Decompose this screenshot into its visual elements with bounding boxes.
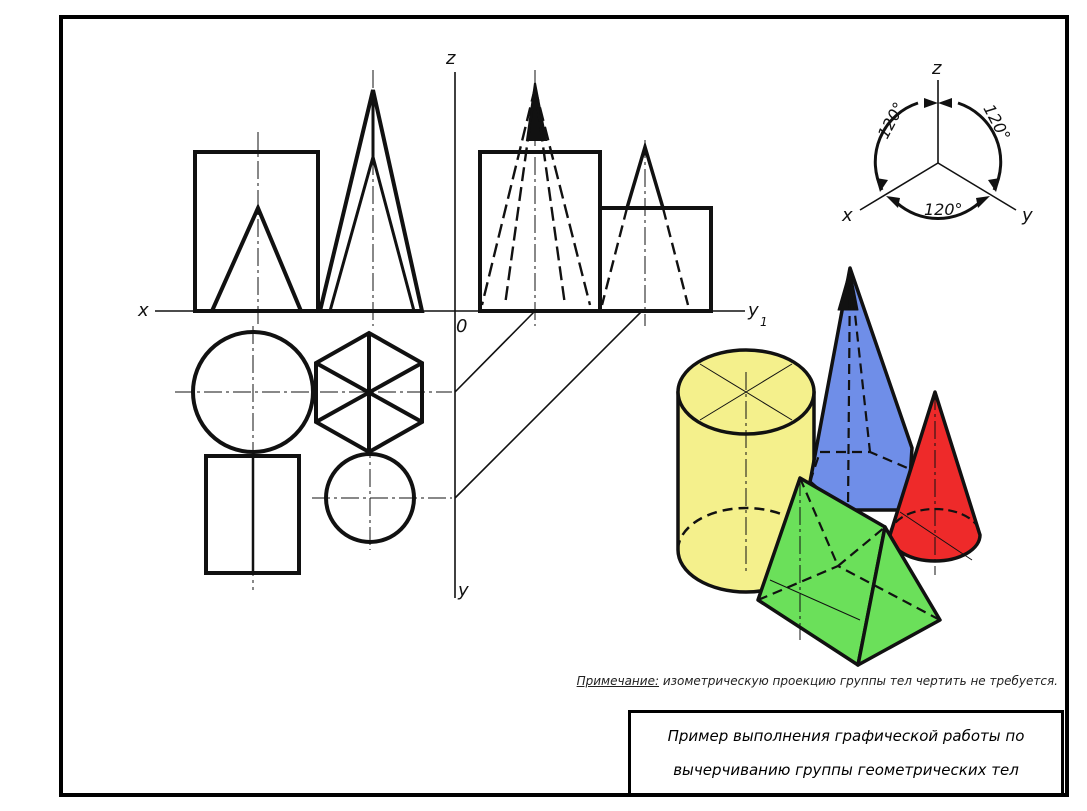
frontal-cylinder: [193, 150, 320, 313]
title-line-1: Пример выполнения графической работы по: [667, 727, 1025, 745]
axis-x-label: x: [137, 300, 149, 321]
axis-y1-label: y: [747, 300, 759, 321]
sheet-frame: [59, 15, 1069, 797]
iso-y-label: y: [1021, 205, 1033, 226]
top-pyramid-hexagon: [314, 330, 424, 455]
axis-z-label: z: [445, 48, 456, 69]
title-line-2: вычерчиванию группы геометрических тел: [673, 761, 1019, 779]
profile-cylinder: [478, 150, 602, 313]
iso-z-label: z: [931, 58, 942, 79]
frontal-view: [193, 70, 425, 326]
note-label: Примечание:: [576, 674, 659, 688]
axis-y-label: y: [457, 580, 469, 601]
iso-angle-bottom: 120°: [924, 200, 963, 219]
iso-angle-left: 120°: [874, 99, 909, 142]
note-text: изометрическую проекцию группы тел черти…: [659, 674, 1058, 688]
frontal-cone-outline: [210, 202, 303, 312]
axis-y1-subscript: 1: [760, 315, 768, 329]
title-block: Пример выполнения графической работы по …: [628, 710, 1064, 796]
axis-origin-label: 0: [456, 316, 467, 337]
frontal-pyramid: [317, 89, 425, 313]
horizontal-view: [175, 326, 452, 590]
drawing-note: Примечание: изометрическую проекцию груп…: [540, 674, 1058, 688]
iso-x-label: x: [841, 205, 853, 226]
profile-prism: [598, 206, 713, 313]
iso-prism: [756, 476, 942, 667]
iso-axis-schema: [859, 80, 1017, 220]
profile-view: [478, 70, 713, 326]
iso-pyramid: [808, 266, 914, 512]
isometric-view: [676, 266, 982, 667]
